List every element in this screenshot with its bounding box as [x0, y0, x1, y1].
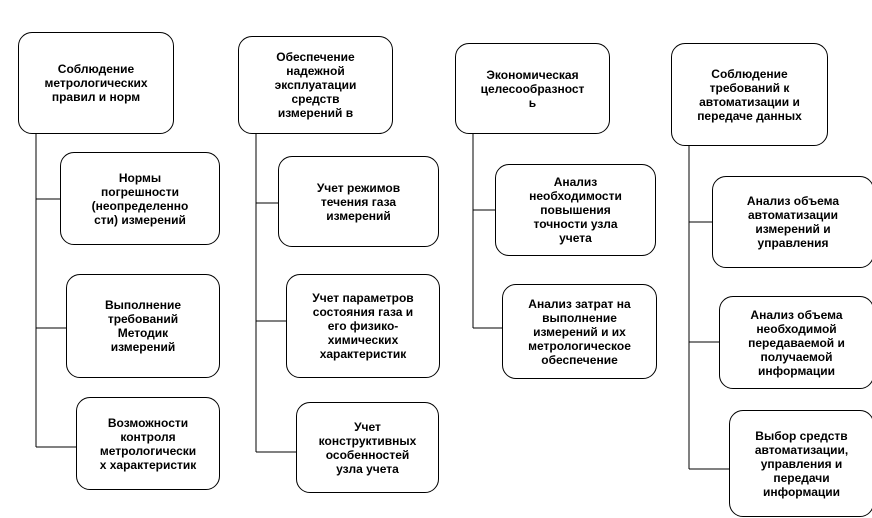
- header-box-label: Соблюдение метрологических правил и норм: [44, 62, 148, 104]
- header-box-label: Соблюдение требований к автоматизации и …: [697, 66, 802, 123]
- item-box-automation-volume: Анализ объема автоматизации измерений и …: [712, 176, 872, 268]
- item-box-accuracy-analysis: Анализ необходимости повышения точности …: [495, 164, 656, 256]
- item-box-label: Нормы погрешности (неопределенно сти) из…: [91, 170, 189, 227]
- item-box-label: Возможности контроля метрологически х ха…: [99, 415, 197, 472]
- item-box-error-norms: Нормы погрешности (неопределенно сти) из…: [60, 152, 220, 245]
- item-box-label: Учет параметров состояния газа и его физ…: [312, 291, 414, 361]
- header-box-metrology-rules: Соблюдение метрологических правил и норм: [18, 32, 174, 134]
- item-box-label: Учет конструктивных особенностей узла уч…: [318, 419, 417, 476]
- header-box-economic-feasibility: Экономическая целесообразност ь: [455, 43, 610, 134]
- item-box-label: Анализ необходимости повышения точности …: [529, 175, 622, 245]
- item-box-label: Выполнение требований Методик измерений: [104, 298, 182, 354]
- header-box-label: Обеспечение надежной эксплуатации средст…: [274, 50, 357, 120]
- item-box-metrological-control: Возможности контроля метрологически х ха…: [76, 397, 220, 490]
- item-box-automation-tools: Выбор средств автоматизации, управления …: [729, 410, 872, 517]
- item-box-gas-flow-modes: Учет режимов течения газа измерений: [278, 156, 439, 247]
- header-box-automation-requirements: Соблюдение требований к автоматизации и …: [671, 43, 828, 146]
- item-box-gas-state-parameters: Учет параметров состояния газа и его физ…: [286, 274, 440, 378]
- item-box-label: Выбор средств автоматизации, управления …: [754, 428, 849, 499]
- header-box-label: Экономическая целесообразност ь: [480, 67, 585, 110]
- item-box-information-volume: Анализ объема необходимой передаваемой и…: [719, 296, 872, 389]
- item-box-label: Анализ затрат на выполнение измерений и …: [528, 296, 631, 367]
- item-box-cost-analysis: Анализ затрат на выполнение измерений и …: [502, 284, 657, 379]
- item-box-label: Учет режимов течения газа измерений: [316, 180, 401, 223]
- header-box-reliable-operation: Обеспечение надежной эксплуатации средст…: [238, 36, 393, 134]
- item-box-label: Анализ объема необходимой передаваемой и…: [748, 307, 845, 378]
- item-box-design-features: Учет конструктивных особенностей узла уч…: [296, 402, 439, 493]
- item-box-method-requirements: Выполнение требований Методик измерений: [66, 274, 220, 378]
- item-box-label: Анализ объема автоматизации измерений и …: [746, 194, 840, 250]
